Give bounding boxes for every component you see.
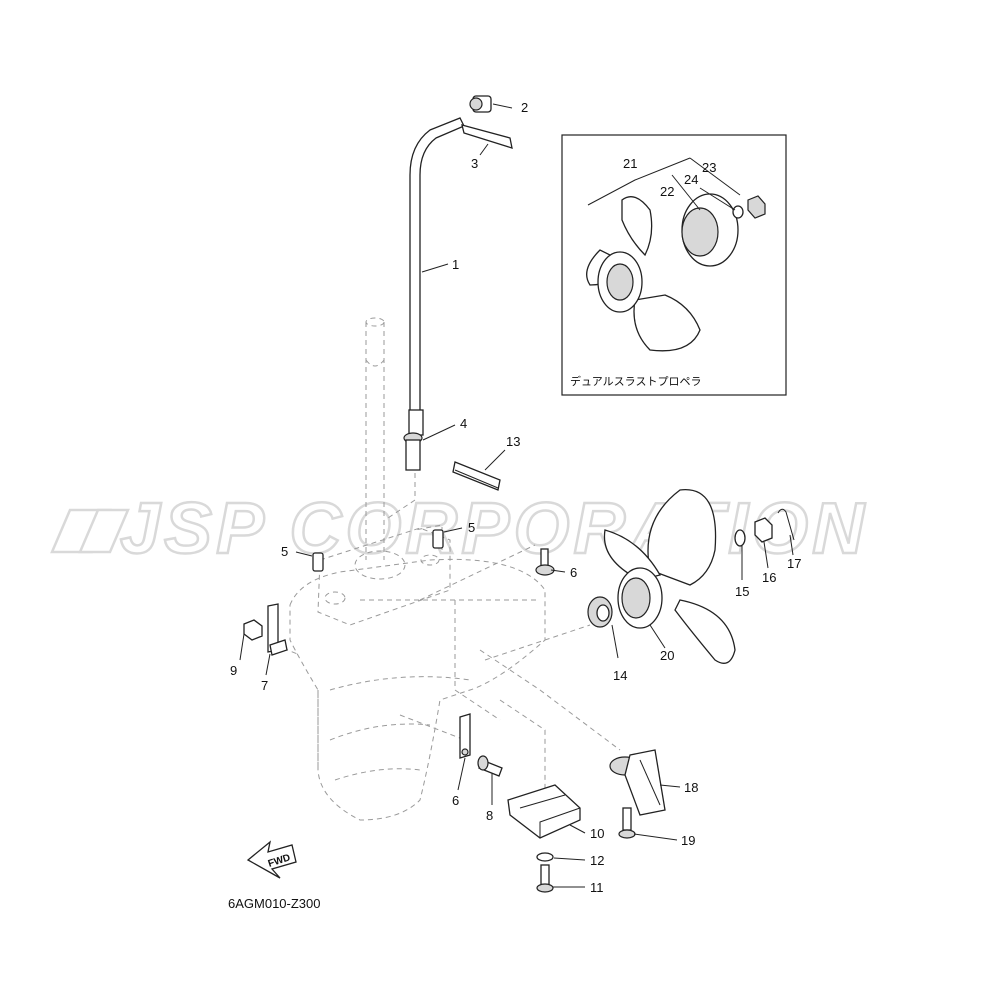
- callout-1: 1: [452, 257, 459, 272]
- dowel-pins: [312, 529, 444, 572]
- propeller: [603, 489, 736, 664]
- bracket-8: [267, 603, 288, 656]
- inset-panel: デュアルスラストプロペラ: [561, 134, 787, 396]
- inset-caption: デュアルスラストプロペラ: [570, 374, 701, 388]
- cotter-pin: [777, 508, 795, 541]
- grommet: [469, 95, 492, 113]
- callout-15: 14: [613, 668, 627, 683]
- nut-10: [243, 619, 263, 641]
- callout-5-right: 5: [468, 520, 475, 535]
- callout-9: 8: [486, 808, 493, 823]
- seal-strip: [452, 461, 501, 491]
- callout-18: 17: [787, 556, 801, 571]
- callout-21: 20: [660, 648, 674, 663]
- washer-13: [536, 852, 554, 862]
- nut-17: [754, 517, 773, 543]
- callout-25: 24: [684, 172, 698, 187]
- lower-casing-outline: [289, 558, 546, 821]
- fwd-arrow-icon: FWD: [246, 840, 297, 879]
- callout-16: 15: [735, 584, 749, 599]
- callout-3: 3: [471, 156, 478, 171]
- assembly-lines: [274, 455, 621, 790]
- pump-plate-outline: [317, 527, 536, 626]
- shift-rod-joint: [403, 409, 424, 471]
- callout-2: 2: [521, 100, 528, 115]
- watermark-text: JSP CORPORATION: [120, 489, 868, 569]
- bolt-12: [536, 864, 554, 893]
- trim-tab: [609, 749, 666, 816]
- callout-23: 22: [660, 184, 674, 199]
- spacer: [587, 596, 613, 628]
- callouts: 2 3 1 4 13 5 5 6 7 9 6 8 10 12 11 14 20 …: [230, 100, 801, 895]
- callout-22: 21: [623, 156, 637, 171]
- callout-20: 19: [681, 833, 695, 848]
- drive-shaft-outline: [365, 317, 385, 560]
- washer-16: [734, 529, 746, 547]
- callout-11: 10: [590, 826, 604, 841]
- callout-7: 6: [452, 793, 459, 808]
- callout-5-left: 5: [281, 544, 288, 559]
- callout-4: 4: [460, 416, 467, 431]
- callout-13: 12: [590, 853, 604, 868]
- bracket-7: [459, 713, 471, 759]
- diagram-code: 6AGM010-Z300: [228, 896, 321, 911]
- watermark: JSP CORPORATION: [50, 488, 868, 570]
- bolt-20: [618, 807, 636, 839]
- callout-6: 6: [570, 565, 577, 580]
- callout-24: 23: [702, 160, 716, 175]
- callout-12: 11: [590, 880, 604, 895]
- callout-17: 16: [762, 570, 776, 585]
- callout-14: 13: [506, 434, 520, 449]
- leader-lines: [239, 103, 794, 888]
- callout-10: 9: [230, 663, 237, 678]
- clip: [461, 124, 513, 149]
- callout-8: 7: [261, 678, 268, 693]
- callout-19: 18: [684, 780, 698, 795]
- anode: [507, 784, 581, 839]
- screw-9: [477, 755, 503, 777]
